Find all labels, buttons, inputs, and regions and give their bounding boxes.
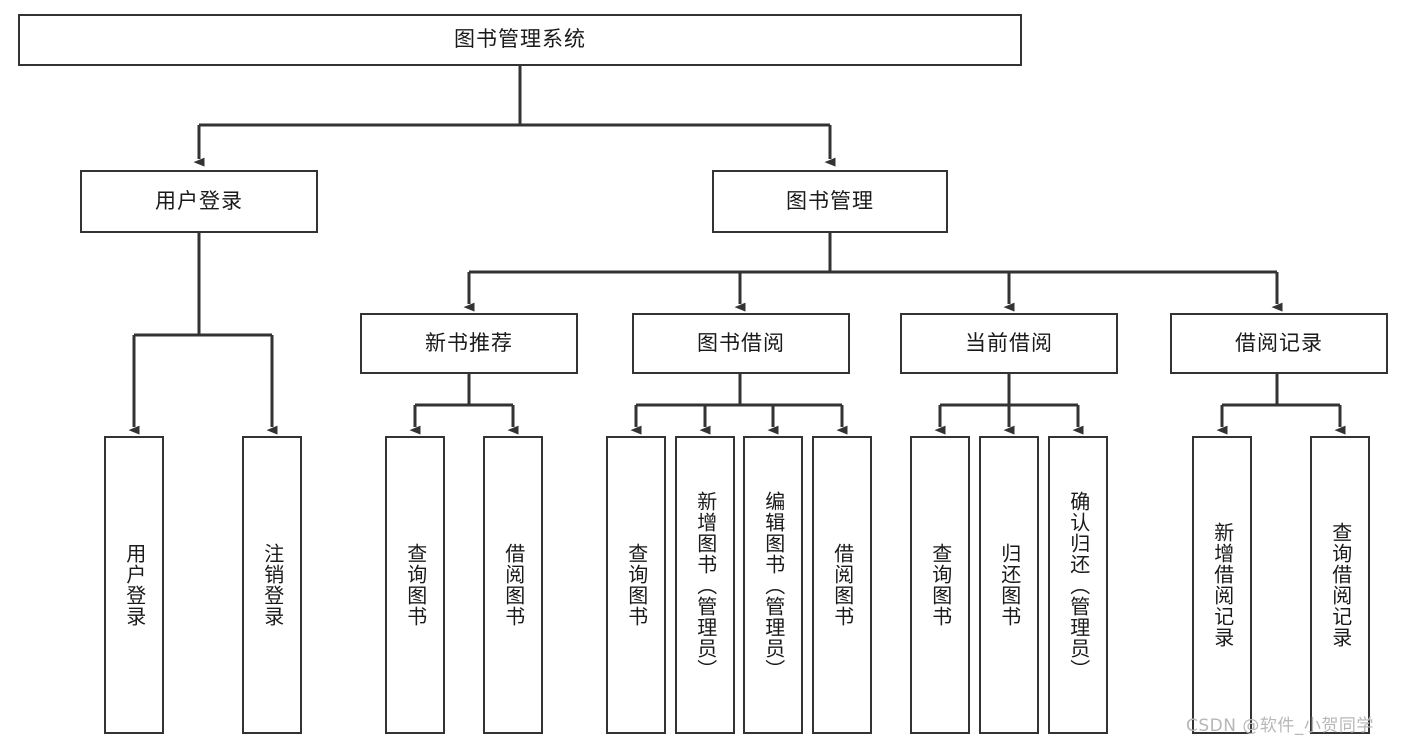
node-user-login-label: 用户登录 [155,188,243,213]
node-leaf-label: 查询借阅记录 [1328,522,1353,648]
node-leaf-current-confirm-return[interactable]: 确认归还（管理员） [1048,436,1108,734]
node-leaf-label: 注销登录 [260,543,285,627]
node-book-management[interactable]: 图书管理 [712,170,948,233]
node-leaf-label: 编辑图书（管理员） [761,490,786,680]
node-borrow-record[interactable]: 借阅记录 [1170,313,1388,374]
node-book-borrow-label: 图书借阅 [697,330,785,355]
node-leaf-recommend-query-book[interactable]: 查询图书 [385,436,445,734]
node-leaf-record-query-record[interactable]: 查询借阅记录 [1310,436,1370,734]
node-book-borrow[interactable]: 图书借阅 [632,313,850,374]
node-borrow-record-label: 借阅记录 [1235,330,1323,355]
node-root-label: 图书管理系统 [454,27,586,52]
node-leaf-borrow-add-book[interactable]: 新增图书（管理员） [675,436,735,734]
node-leaf-label: 确认归还（管理员） [1066,490,1091,680]
node-leaf-label: 查询图书 [928,543,953,627]
node-leaf-user-login-login[interactable]: 用户登录 [104,436,164,734]
node-root[interactable]: 图书管理系统 [18,14,1022,66]
node-leaf-current-query-book[interactable]: 查询图书 [910,436,970,734]
node-user-login[interactable]: 用户登录 [80,170,318,233]
node-leaf-label: 查询图书 [624,543,649,627]
node-new-book-recommend[interactable]: 新书推荐 [360,313,578,374]
node-current-borrow-label: 当前借阅 [965,330,1053,355]
node-book-management-label: 图书管理 [786,188,874,213]
node-leaf-label: 归还图书 [997,543,1022,627]
node-leaf-label: 借阅图书 [501,543,526,627]
node-leaf-label: 借阅图书 [830,543,855,627]
node-leaf-user-login-logout[interactable]: 注销登录 [242,436,302,734]
node-leaf-label: 用户登录 [122,543,147,627]
node-leaf-borrow-query-book[interactable]: 查询图书 [606,436,666,734]
node-new-book-recommend-label: 新书推荐 [425,330,513,355]
node-leaf-label: 新增图书（管理员） [693,490,718,680]
node-leaf-label: 查询图书 [403,543,428,627]
node-leaf-borrow-borrow-book[interactable]: 借阅图书 [812,436,872,734]
node-leaf-borrow-edit-book[interactable]: 编辑图书（管理员） [743,436,803,734]
node-leaf-record-add-record[interactable]: 新增借阅记录 [1192,436,1252,734]
node-current-borrow[interactable]: 当前借阅 [900,313,1118,374]
node-leaf-label: 新增借阅记录 [1210,522,1235,648]
csdn-watermark: CSDN @软件_小贺同学 [1186,716,1374,736]
node-leaf-recommend-borrow-book[interactable]: 借阅图书 [483,436,543,734]
node-leaf-current-return-book[interactable]: 归还图书 [979,436,1039,734]
